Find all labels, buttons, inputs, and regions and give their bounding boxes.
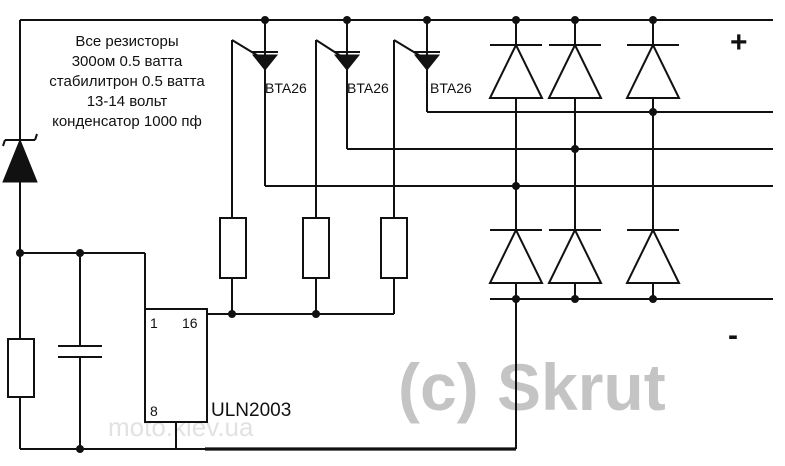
- triac-2-label: BTA26: [347, 80, 389, 96]
- rectifier-bridge: [488, 20, 681, 299]
- note-line-2: 300ом 0.5 ватта: [72, 53, 183, 70]
- triac-3-label: BTA26: [430, 80, 472, 96]
- note-line-3: стабилитрон 0.5 ватта: [49, 73, 205, 90]
- ic-pin-8: 8: [150, 403, 158, 419]
- triac-3: [393, 20, 441, 218]
- ic-pin-1: 1: [150, 315, 158, 331]
- note-line-1: Все резисторы: [75, 33, 178, 50]
- note-line-5: конденсатор 1000 пф: [52, 113, 202, 130]
- resistor-gate-1: [219, 217, 247, 279]
- resistor-gate-3: [380, 217, 408, 279]
- triac-2: [315, 20, 361, 218]
- diode-lower-2: [547, 227, 603, 284]
- diode-lower-1: [488, 227, 544, 284]
- ic-name: ULN2003: [211, 400, 291, 421]
- negative-rail: [205, 295, 773, 451]
- resistor-gate-2: [302, 217, 330, 279]
- triac-1: [231, 20, 279, 218]
- note-line-4: 13-14 вольт: [87, 93, 168, 110]
- triac-1-label: BTA26: [265, 80, 307, 96]
- gate-resistors: [207, 217, 408, 318]
- diode-lower-3: [625, 227, 681, 284]
- plus-terminal-label: +: [730, 26, 748, 59]
- uln2003-chip: [144, 308, 208, 449]
- output-wires: [265, 108, 773, 190]
- control-supply: [2, 19, 205, 453]
- diode-upper-2: [547, 42, 603, 99]
- component-notes: Все резисторы 300ом 0.5 ватта стабилитро…: [49, 33, 205, 130]
- zener-diode: [2, 133, 38, 183]
- minus-terminal-label: -: [728, 319, 738, 352]
- resistor-supply: [7, 338, 35, 398]
- capacitor: [58, 253, 102, 449]
- watermark-copyright: (c) Skrut: [398, 350, 666, 424]
- ic-pin-16: 16: [182, 315, 198, 331]
- positive-rail: [205, 16, 773, 24]
- diode-upper-3: [625, 42, 681, 99]
- diode-upper-1: [488, 42, 544, 99]
